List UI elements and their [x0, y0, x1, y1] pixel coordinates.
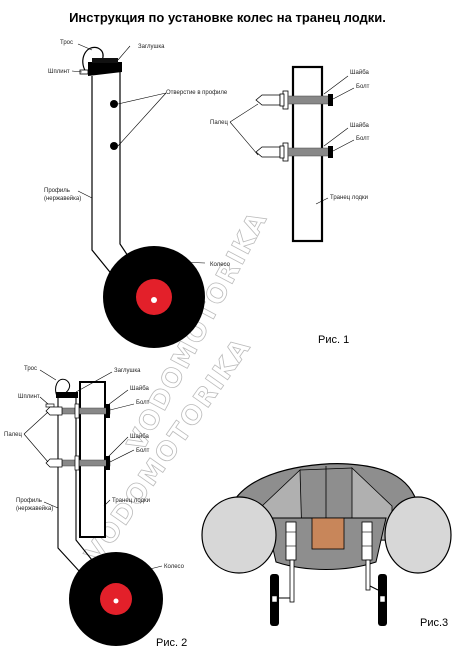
leg-right	[365, 559, 371, 591]
label-profil: Профиль	[44, 188, 70, 194]
cap-2	[56, 392, 78, 398]
label2-bolt-top: Болт	[136, 400, 150, 406]
label-shaiba-bottom: Шайба	[350, 122, 369, 129]
nut-top	[279, 93, 285, 107]
bolt-top-shaft	[287, 95, 333, 105]
figure-wheel-leg-side: Трос Заглушка Шплинт Отверстие в профиле…	[44, 40, 231, 348]
pin-bottom-tip	[255, 146, 281, 158]
label-koleso: Колесо	[210, 262, 231, 268]
pin-2-top	[45, 406, 63, 416]
profile-tube-outer	[91, 76, 119, 283]
pin-2-bottom	[45, 458, 63, 468]
caption-fig2: Рис. 2	[156, 637, 187, 649]
profile-tube-inner	[119, 72, 137, 269]
profile-tube-2-outer	[57, 398, 81, 573]
label-otverstie: Отверстие в профиле	[166, 90, 228, 96]
label-bolt-bottom: Болт	[356, 136, 370, 142]
figure-transom-bolts: Шайба Болт Палец Шайба Болт Транец лодки…	[210, 65, 370, 346]
label2-koleso: Колесо	[164, 564, 185, 570]
label-tros: Трос	[60, 40, 73, 46]
cable-loop-2	[55, 378, 71, 399]
transom-2	[79, 381, 106, 538]
label2-shplint: Шплинт	[18, 394, 40, 400]
label-bolt-top: Болт	[356, 84, 370, 90]
transom-plate	[311, 517, 345, 550]
bolt-2-bottom	[61, 459, 111, 467]
label2-profil-note: (нержавейка)	[16, 505, 53, 512]
label2-bolt-bottom: Болт	[136, 448, 150, 454]
bolt-2-top	[61, 407, 111, 415]
label2-shaiba-bottom: Шайба	[130, 433, 149, 440]
profile-hole-2	[110, 142, 118, 150]
caption-fig1: Рис. 1	[318, 334, 349, 346]
page-title: Инструкция по установке колес на транец …	[69, 10, 386, 25]
label-zaglushka: Заглушка	[138, 44, 165, 50]
figure-assembled: Трос Заглушка Шплинт Шайба Болт Палец Ша…	[4, 366, 187, 649]
leg-bracket-right	[361, 521, 373, 561]
label2-tros: Трос	[24, 366, 37, 372]
label2-shaiba-top: Шайба	[130, 385, 149, 392]
nut-bottom	[279, 145, 285, 159]
cap-top	[92, 58, 118, 63]
cap	[88, 62, 122, 76]
label-tranec: Транец лодки	[330, 195, 368, 201]
leg-left	[289, 559, 295, 603]
bolt-bottom-shaft	[287, 147, 333, 157]
leg-bracket-left	[285, 521, 297, 561]
split-pin-2	[45, 403, 55, 408]
label2-profil: Профиль	[16, 498, 42, 504]
profile-hole-1	[110, 100, 118, 108]
label2-tranec: Транец лодки	[112, 498, 150, 504]
label-shplint: Шплинт	[48, 69, 70, 75]
bolt-bottom-head	[328, 146, 333, 158]
label-profil-note: (нержавейка)	[44, 195, 81, 202]
caption-fig3: Рис.3	[420, 617, 448, 629]
label2-palec: Палец	[4, 432, 22, 438]
pin-top-tip	[255, 94, 281, 106]
tube-right	[384, 496, 452, 574]
wheel-axle	[151, 297, 157, 303]
label-shaiba-top: Шайба	[350, 69, 369, 76]
figure-boat-rear: Рис.3	[201, 463, 452, 629]
label-palec: Палец	[210, 120, 228, 126]
tube-left	[201, 496, 277, 574]
label2-zaglushka: Заглушка	[114, 368, 141, 374]
bolt-top-head	[328, 94, 333, 106]
profile-tube-2-inner	[75, 398, 93, 561]
